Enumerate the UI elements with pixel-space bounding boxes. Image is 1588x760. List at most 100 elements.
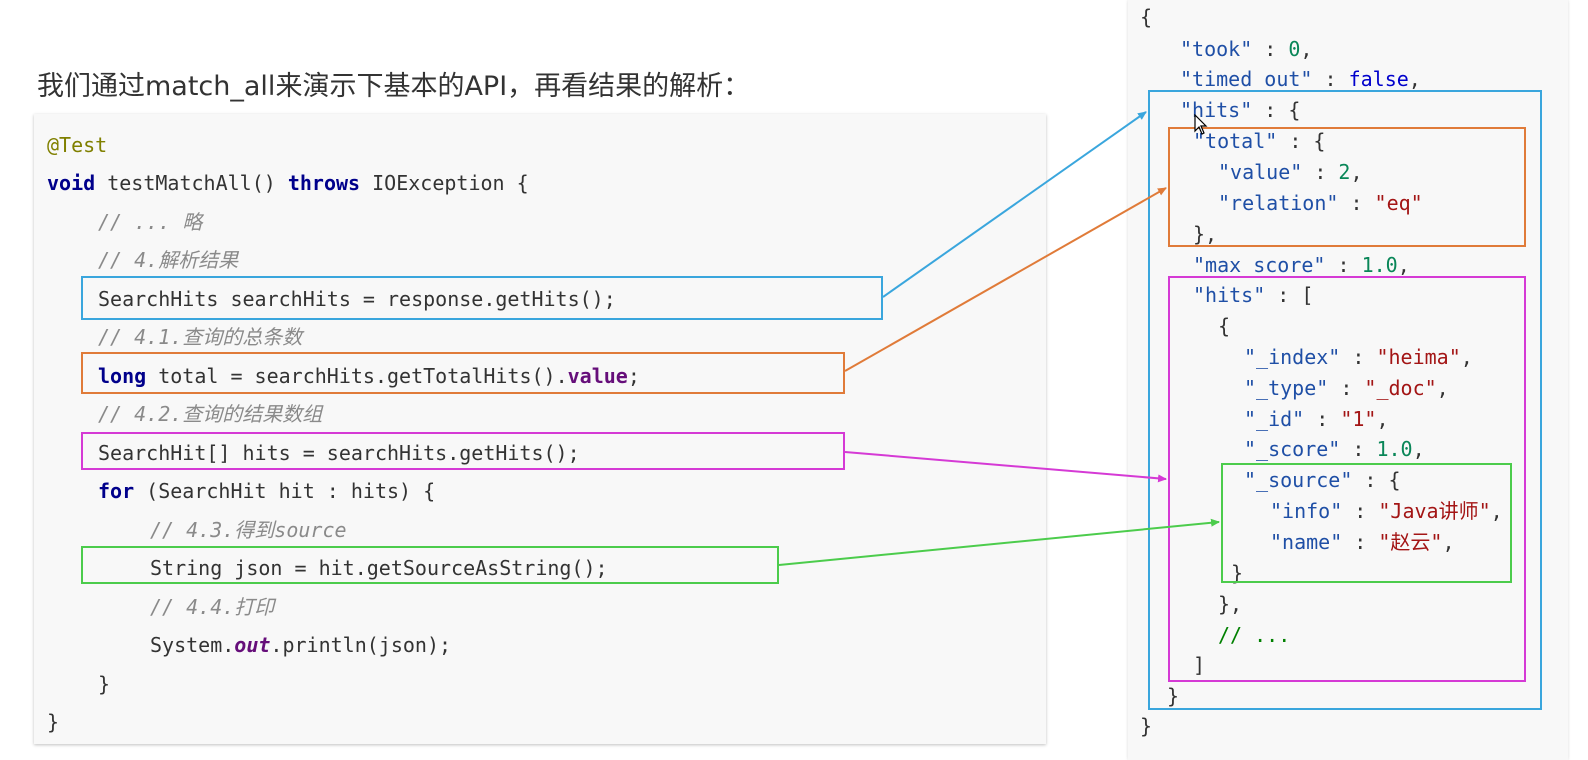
json-value-timed-out: false <box>1348 67 1409 91</box>
code-system: System. <box>150 633 235 657</box>
json-key-type: "_type" <box>1244 376 1329 400</box>
code-keyword-for: for <box>98 479 135 503</box>
json-key-source: "_source" <box>1244 468 1353 492</box>
json-sep: : <box>1252 37 1289 61</box>
json-key-hits-array: "hits" <box>1193 283 1266 307</box>
json-sep: : <box>1302 160 1339 184</box>
json-sep: : [ <box>1265 283 1314 307</box>
json-close-brace: } <box>1140 714 1153 738</box>
json-line-info: "info" : "Java讲师", <box>1270 498 1503 524</box>
json-comma: , <box>1490 499 1503 523</box>
json-line-max-score: "max_score" : 1.0, <box>1193 252 1410 278</box>
highlight-json-total <box>1168 127 1526 247</box>
code-method-name: testMatchAll() <box>95 171 288 195</box>
code-field-out: out <box>234 633 271 657</box>
json-sep: : <box>1304 407 1341 431</box>
json-line-type: "_type" : "_doc", <box>1244 375 1449 401</box>
code-line-hits-array: SearchHit[] hits = searchHits.getHits(); <box>98 441 580 465</box>
json-comma: , <box>1397 253 1410 277</box>
code-comment-print: // 4.4.打印 <box>150 595 275 619</box>
json-value-index: "heima" <box>1376 345 1461 369</box>
java-code-panel <box>34 114 1046 744</box>
json-total-close: }, <box>1193 222 1218 246</box>
code-comment-source: // 4.3.得到source <box>150 518 347 542</box>
json-value-max-score: 1.0 <box>1361 253 1398 277</box>
code-comment-omit: // ... 略 <box>98 210 203 234</box>
json-sep: : <box>1312 67 1349 91</box>
arrow-searchhits-to-hits <box>882 111 1147 298</box>
json-line-took: "took" : 0, <box>1180 36 1312 62</box>
highlight-json-hits <box>1148 90 1542 710</box>
json-line-id: "_id" : "1", <box>1244 406 1389 432</box>
code-field-value: value <box>567 364 628 388</box>
json-sep: : <box>1340 345 1377 369</box>
json-key-score: "_score" <box>1244 437 1341 461</box>
page-heading: 我们通过match_all来演示下基本的API，再看结果的解析： <box>37 71 751 102</box>
code-comment-total: // 4.1.查询的总条数 <box>98 325 303 349</box>
code-comment-array: // 4.2.查询的结果数组 <box>98 402 323 426</box>
json-key-value: "value" <box>1218 160 1303 184</box>
json-key-timed-out: "timed_out" <box>1180 67 1313 91</box>
json-key-max-score: "max_score" <box>1193 253 1326 277</box>
highlight-json-source <box>1221 463 1512 583</box>
json-comma: , <box>1460 345 1473 369</box>
json-line-value: "value" : 2, <box>1218 159 1363 185</box>
json-line-timed-out: "timed_out" : false, <box>1180 66 1421 92</box>
json-line-score: "_score" : 1.0, <box>1244 436 1425 462</box>
json-key-info: "info" <box>1270 499 1343 523</box>
json-key-id: "_id" <box>1244 407 1305 431</box>
highlight-hits-array <box>81 432 845 470</box>
json-object-open: { <box>1218 314 1231 338</box>
code-keyword-throws: throws <box>287 171 361 195</box>
json-sep: : <box>1338 191 1375 215</box>
json-value-id: "1" <box>1340 407 1377 431</box>
arrow-source-to-json-source <box>778 518 1220 566</box>
json-sep: : <box>1340 437 1377 461</box>
json-sep: : <box>1342 530 1379 554</box>
json-key-took: "took" <box>1180 37 1253 61</box>
json-comma: , <box>1442 530 1455 554</box>
json-line-hits: "hits" : { <box>1180 97 1300 123</box>
json-value-type: "_doc" <box>1364 376 1437 400</box>
json-value-name: "赵云" <box>1378 530 1443 554</box>
json-key-total: "total" <box>1193 129 1278 153</box>
json-comma: , <box>1436 376 1449 400</box>
arrow-hits-array-to-json-hits <box>844 451 1167 483</box>
json-sep: : <box>1328 376 1365 400</box>
json-open-brace: { <box>1140 5 1153 29</box>
json-comma: , <box>1408 67 1421 91</box>
json-source-close: } <box>1231 561 1244 585</box>
highlight-total <box>81 352 845 394</box>
code-method-signature: void testMatchAll() throws IOException { <box>47 170 529 196</box>
json-line-index: "_index" : "heima", <box>1244 344 1473 370</box>
json-sep: : { <box>1277 129 1326 153</box>
json-key-index: "_index" <box>1244 345 1341 369</box>
highlight-searchhits <box>81 276 883 320</box>
highlight-json-hits-array <box>1168 276 1526 682</box>
json-line-total: "total" : { <box>1193 128 1325 154</box>
json-ellipsis-comment: // ... <box>1218 623 1291 647</box>
code-println: .println(json); <box>270 633 452 657</box>
json-line-name: "name" : "赵云", <box>1270 529 1455 555</box>
arrow-total-to-json-total <box>844 187 1167 372</box>
json-object-close: }, <box>1218 592 1243 616</box>
json-comma: , <box>1376 407 1389 431</box>
code-comment-parse: // 4.解析结果 <box>98 248 239 272</box>
json-line-hits-array: "hits" : [ <box>1193 282 1313 308</box>
code-annotation: @Test <box>47 133 108 157</box>
json-line-relation: "relation" : "eq" <box>1218 190 1423 216</box>
json-comma: , <box>1350 160 1363 184</box>
code-line-searchhits: SearchHits searchHits = response.getHits… <box>98 287 616 311</box>
json-array-close: ] <box>1193 653 1206 677</box>
json-line-source: "_source" : { <box>1244 467 1401 493</box>
json-comma: , <box>1412 437 1425 461</box>
code-line-json: String json = hit.getSourceAsString(); <box>150 556 608 580</box>
json-comma: , <box>1300 37 1313 61</box>
code-keyword-void: void <box>47 171 96 195</box>
code-total-expression: total = searchHits.getTotalHits(). <box>146 364 568 388</box>
code-line-print: System.out.println(json); <box>150 632 451 658</box>
json-value-score: 1.0 <box>1376 437 1413 461</box>
json-value-info: "Java讲师" <box>1378 499 1491 523</box>
code-close-for: } <box>98 672 111 696</box>
